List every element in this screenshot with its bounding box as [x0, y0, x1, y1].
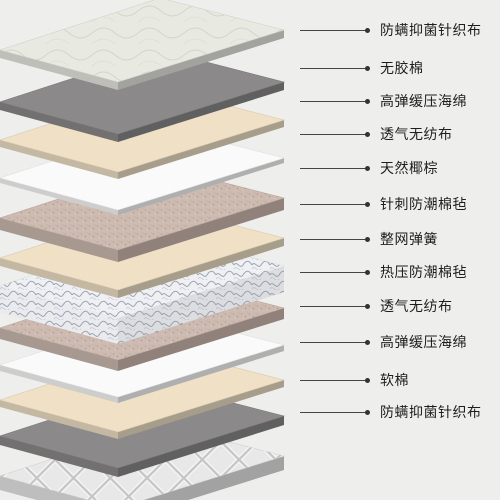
leader-line [300, 98, 370, 104]
layer-side-left [0, 400, 118, 439]
layer-side-right [118, 198, 284, 262]
leader-line [300, 27, 370, 33]
layer-label-row: 热压防潮棉毡 [300, 262, 500, 282]
layer-side-left [0, 365, 118, 403]
layer-label-row: 针刺防潮棉毡 [300, 194, 500, 214]
leader-line [300, 339, 370, 345]
layer-label: 无胶棉 [380, 61, 424, 77]
layer-side-right [118, 82, 284, 142]
layer-label: 透气无纺布 [380, 299, 453, 315]
layer-label-row: 整网弹簧 [300, 229, 500, 249]
layer-side-left [0, 258, 118, 298]
layer-label: 高弹缓压海绵 [380, 335, 467, 351]
layer-side-right [118, 308, 284, 371]
layer-side-left [0, 50, 118, 90]
leader-line [300, 201, 370, 207]
layer-label-row: 透气无纺布 [300, 124, 500, 144]
layer-label-row: 防螨抑菌针织布 [300, 402, 500, 422]
layer-label: 整网弹簧 [380, 232, 438, 248]
layer-1 [0, 0, 286, 90]
layer-label: 针刺防潮棉毡 [380, 197, 467, 213]
layer-side-right [118, 238, 284, 298]
layer-side-right [118, 30, 284, 90]
layer-side-left [0, 328, 118, 371]
spring-side-texture [118, 266, 284, 344]
layer-side-right [118, 158, 284, 215]
layer-label: 软棉 [380, 373, 409, 389]
layer-label: 防螨抑菌针织布 [380, 23, 482, 39]
layer-texture [0, 0, 284, 82]
layer-side-right [118, 120, 284, 179]
layer-label-row: 透气无纺布 [300, 296, 500, 316]
layer-label: 热压防潮棉毡 [380, 265, 467, 281]
layer-label-row: 防螨抑菌针织布 [300, 20, 500, 40]
layer-label: 天然椰棕 [380, 161, 438, 177]
layer-label-row: 软棉 [300, 370, 500, 390]
layer-label-row: 高弹缓压海绵 [300, 332, 500, 352]
layer-texture [0, 166, 284, 250]
leader-line [300, 65, 370, 71]
layer-label: 透气无纺布 [380, 127, 453, 143]
leader-line [300, 409, 370, 415]
layer-label-row: 高弹缓压海绵 [300, 91, 500, 111]
layer-side-left [0, 178, 118, 215]
leader-line [300, 269, 370, 275]
leader-line [300, 165, 370, 171]
layer-2 [0, 49, 286, 142]
layer-label: 防螨抑菌针织布 [380, 405, 482, 421]
layer-side-right [118, 345, 284, 403]
layer-label-row: 无胶棉 [300, 58, 500, 78]
layer-label-row: 天然椰棕 [300, 158, 500, 178]
layer-side-left [0, 218, 118, 262]
layer-5 [0, 165, 286, 262]
layer-label: 高弹缓压海绵 [380, 94, 467, 110]
leader-line [300, 303, 370, 309]
layer-side-left [0, 102, 118, 142]
layer-side-left [0, 140, 118, 179]
layer-side-right [118, 380, 284, 439]
spring-side-texture [0, 286, 118, 344]
layer-side-left [0, 436, 118, 477]
leader-line [300, 131, 370, 137]
leader-line [300, 377, 370, 383]
layer-side-right [118, 416, 284, 477]
leader-line [300, 236, 370, 242]
